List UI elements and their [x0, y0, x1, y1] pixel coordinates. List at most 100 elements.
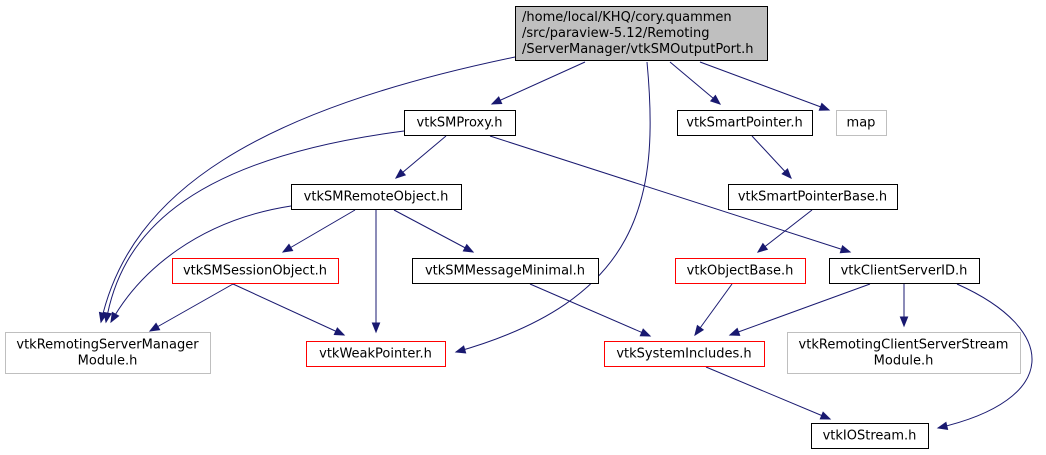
- node-csid[interactable]: vtkClientServerID.h: [829, 258, 980, 284]
- node-box: [604, 341, 765, 367]
- node-label-line: vtkSMRemoteObject.h: [304, 190, 449, 205]
- edge-line: [705, 366, 831, 420]
- edge-line: [149, 283, 234, 332]
- arrowhead: [333, 327, 346, 336]
- edge-smartptrbase-to-objectbase: [756, 209, 813, 253]
- arrowhead: [462, 243, 475, 253]
- arrowhead: [781, 168, 792, 179]
- node-label-line: vtkSmartPointerBase.h: [738, 190, 887, 205]
- edge-remoteobj-to-rsmmodule: [110, 205, 292, 324]
- nodes-layer: /home/local/KHQ/cory.quammen/src/paravie…: [5, 6, 1021, 449]
- node-label-line: vtkSMMessageMinimal.h: [425, 264, 585, 279]
- arrowhead: [756, 242, 769, 253]
- node-map: map: [836, 110, 887, 136]
- arrowhead: [694, 324, 705, 337]
- edge-sessionobj-to-rsmmodule: [148, 283, 234, 332]
- edge-line: [729, 283, 871, 336]
- node-iostream[interactable]: vtkIOStream.h: [811, 423, 929, 449]
- node-box: [787, 332, 1021, 374]
- edges-layer: [98, 56, 1033, 431]
- edge-line: [699, 61, 830, 111]
- node-smproxy[interactable]: vtkSMProxy.h: [404, 110, 516, 136]
- arrowhead: [281, 243, 294, 253]
- edge-line: [393, 209, 474, 253]
- node-box: [306, 341, 446, 367]
- node-box: [811, 423, 929, 449]
- edge-line: [100, 56, 516, 323]
- node-label-line: Module.h: [874, 354, 934, 369]
- node-label-line: vtkRemotingServerManager: [16, 338, 199, 353]
- edge-smproxy-to-remoteobj: [394, 135, 447, 179]
- node-objectbase[interactable]: vtkObjectBase.h: [675, 258, 806, 284]
- node-label-line: vtkSystemIncludes.h: [616, 347, 751, 362]
- node-box: [172, 258, 339, 284]
- edge-remoteobj-to-msgminimal: [393, 209, 475, 253]
- edge-objectbase-to-sysincl: [694, 283, 733, 337]
- node-msgminimal[interactable]: vtkSMMessageMinimal.h: [412, 258, 599, 284]
- node-label-line: vtkSMSessionObject.h: [183, 264, 327, 279]
- edge-root-to-weakptr: [454, 61, 651, 354]
- edge-line: [282, 209, 356, 253]
- edge-line: [395, 135, 447, 179]
- node-sysincl[interactable]: vtkSystemIncludes.h: [604, 341, 765, 367]
- node-label-line: vtkSmartPointer.h: [686, 116, 802, 131]
- node-sessionobj[interactable]: vtkSMSessionObject.h: [172, 258, 339, 284]
- arrowhead: [709, 94, 722, 105]
- node-box: [677, 110, 813, 136]
- edge-line: [694, 283, 733, 336]
- edge-root-to-smproxy: [490, 61, 586, 105]
- node-label-line: vtkSMProxy.h: [417, 116, 503, 131]
- edge-line: [757, 209, 813, 253]
- node-label-line: /home/local/KHQ/cory.quammen: [522, 10, 732, 25]
- arrowhead: [103, 311, 112, 324]
- edge-root-to-map: [699, 61, 831, 111]
- node-box: [291, 184, 462, 210]
- edge-csid-to-sysincl: [728, 283, 871, 336]
- node-label-line: map: [847, 116, 876, 131]
- node-box: [675, 258, 806, 284]
- edge-remoteobj-to-sessionobj: [281, 209, 356, 253]
- edge-line: [529, 283, 651, 337]
- node-root[interactable]: /home/local/KHQ/cory.quammen/src/paravie…: [515, 6, 768, 61]
- edge-smproxy-to-csid: [489, 135, 852, 254]
- node-weakptr[interactable]: vtkWeakPointer.h: [306, 341, 446, 367]
- edge-smartptr-to-smartptrbase: [751, 135, 792, 179]
- node-box: [5, 332, 211, 374]
- edge-smproxy-to-rsmmodule: [103, 130, 405, 324]
- edge-line: [489, 135, 851, 253]
- edge-line: [455, 61, 651, 353]
- arrowhead: [936, 421, 949, 431]
- edge-line: [491, 61, 586, 105]
- edge-line: [105, 130, 405, 323]
- edge-line: [937, 283, 1033, 429]
- arrowhead: [371, 322, 381, 334]
- edge-remoteobj-to-weakptr: [371, 210, 381, 334]
- arrowhead: [490, 96, 503, 105]
- node-box: [829, 258, 980, 284]
- edge-line: [232, 283, 345, 336]
- edge-line: [669, 61, 721, 105]
- node-box: [412, 258, 599, 284]
- node-label-line: Module.h: [78, 354, 138, 369]
- node-box: [515, 6, 768, 61]
- arrowhead: [454, 345, 467, 354]
- node-box: [728, 184, 898, 210]
- arrowhead: [839, 244, 852, 254]
- arrowhead: [110, 311, 120, 324]
- arrowhead: [394, 168, 407, 179]
- edge-msgminimal-to-sysincl: [529, 283, 652, 337]
- node-label-line: vtkClientServerID.h: [841, 264, 968, 279]
- node-remoteobj[interactable]: vtkSMRemoteObject.h: [291, 184, 462, 210]
- arrowhead: [818, 102, 831, 111]
- node-label-line: vtkObjectBase.h: [687, 264, 794, 279]
- node-label-line: /ServerManager/vtkSMOutputPort.h: [522, 42, 753, 57]
- edge-csid-to-rcssmodule: [899, 284, 909, 328]
- node-smartptrbase[interactable]: vtkSmartPointerBase.h: [728, 184, 898, 210]
- arrowhead: [899, 316, 909, 328]
- edge-root-to-smartptr: [669, 61, 722, 105]
- arrowhead: [639, 328, 652, 337]
- node-smartptr[interactable]: vtkSmartPointer.h: [677, 110, 813, 136]
- arrowhead: [728, 327, 741, 336]
